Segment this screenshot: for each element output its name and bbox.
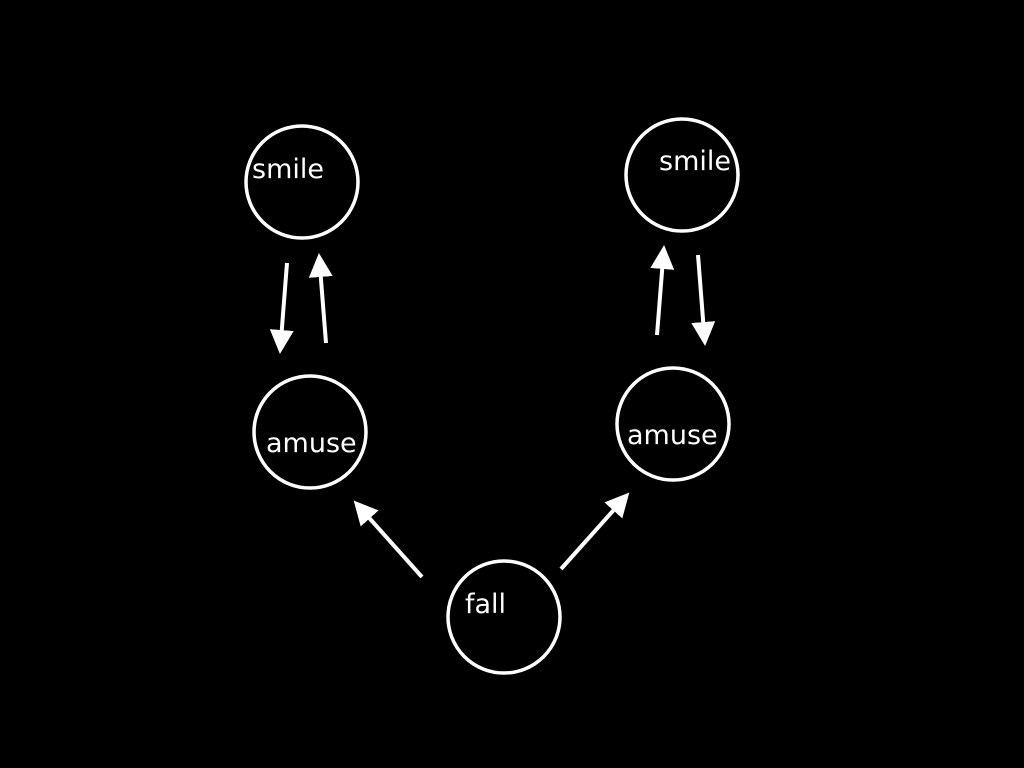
node-circle xyxy=(615,366,731,482)
edge-amuse-left-to-smile-left xyxy=(308,253,333,344)
node-label: fall xyxy=(465,589,506,620)
node-smile-left: smile xyxy=(244,124,360,240)
edge-fall-to-amuse-right xyxy=(559,492,630,571)
node-amuse-right: amuse xyxy=(615,366,731,482)
node-label: smile xyxy=(252,154,324,185)
node-smile-right: smile xyxy=(624,117,740,233)
node-label: amuse xyxy=(266,428,357,459)
node-label: smile xyxy=(659,146,731,177)
node-fall: fall xyxy=(446,559,562,675)
node-label: amuse xyxy=(627,420,718,451)
edge-smile-right-to-amuse-right xyxy=(691,254,716,346)
edge-amuse-right-to-smile-right xyxy=(650,245,675,336)
node-amuse-left: amuse xyxy=(252,374,368,490)
node-circle xyxy=(624,117,740,233)
edges-group xyxy=(269,245,716,579)
node-circle xyxy=(446,559,562,675)
node-circle xyxy=(252,374,368,490)
edge-fall-to-amuse-left xyxy=(353,500,424,579)
edge-smile-left-to-amuse-left xyxy=(269,262,294,354)
node-circle xyxy=(244,124,360,240)
